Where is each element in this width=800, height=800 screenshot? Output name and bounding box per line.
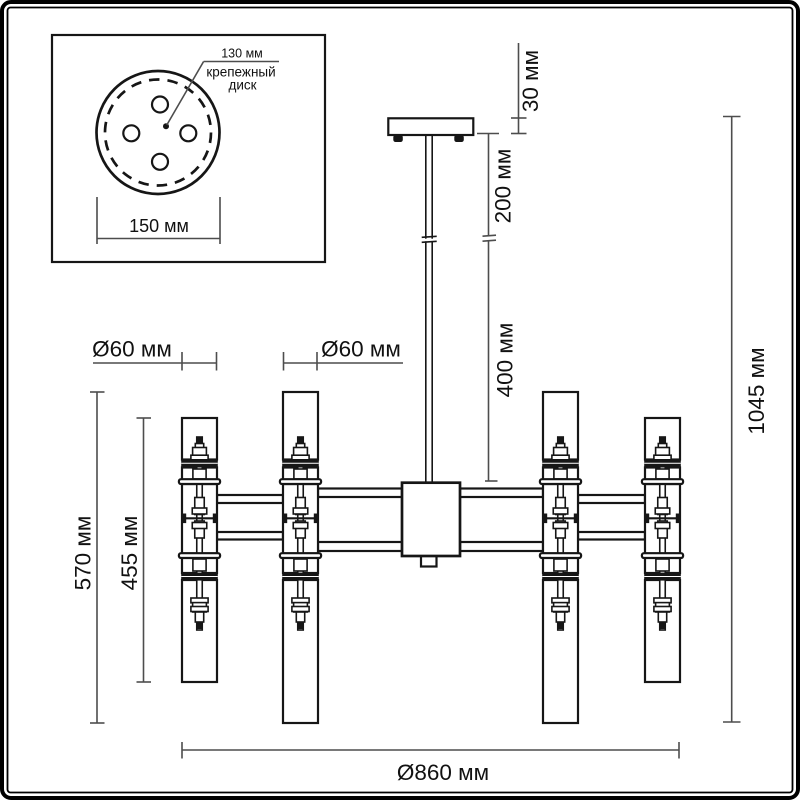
lower-rod-label: 400 мм [493,323,518,398]
tube-outer-right [642,418,683,682]
mount-caption-line2: диск [228,78,256,93]
overall-diameter-label: Ø860 мм [397,760,489,785]
disk-hole-top [150,95,170,114]
canopy-foot-right [454,135,464,142]
tube-outer-left [179,418,220,682]
disk-hole-left [122,124,141,143]
short-shade-height-label: 455 мм [117,516,142,591]
dim-shade-d60-right: Ø60 мм [282,337,403,371]
dim-canopy-30: 30 мм [511,43,543,135]
dim-overall-height-1045: 1045 мм [723,115,769,723]
dim-tall-shade-570: 570 мм [71,391,105,724]
inset-box [50,33,327,264]
canopy-foot-left [393,135,403,142]
hole-circle-diameter-label: 130 мм [221,47,263,61]
upper-rod-label: 200 мм [491,149,516,224]
tube-inner-left [280,392,321,723]
overall-height-label: 1045 мм [744,347,769,434]
shade-diameter-right-label: Ø60 мм [321,337,401,362]
tube-inner-right [540,392,581,723]
rod-break [421,235,437,244]
disk-hole-bottom [150,152,170,171]
dim-short-shade-455: 455 мм [117,417,151,683]
mount-caption-line1: крепежный [206,65,275,80]
canopy-height-label: 30 мм [518,50,543,112]
dim-shade-d60-left: Ø60 мм [92,337,218,371]
dim-overall-diameter-860: Ø860 мм [181,742,680,785]
dim-rod-400: 400 мм [485,240,518,482]
dim-rod-200: 200 мм [477,132,516,242]
mounting-disk-inset: 130 мм крепежный диск 150 мм [50,33,327,264]
disk-hole-right [179,124,198,143]
leader-line [166,61,205,126]
center-hub [400,481,462,558]
shade-diameter-left-label: Ø60 мм [92,337,172,362]
chandelier-drawing [179,117,683,723]
suspension-rod [424,134,433,484]
disk-outer-circle [95,69,221,196]
ceiling-canopy [387,117,475,137]
dim-disk-150: 150 мм [96,197,221,244]
tall-shade-height-label: 570 мм [71,516,96,591]
disk-diameter-label: 150 мм [129,216,189,236]
disk-dashed-circle [103,78,213,187]
frame-inner [6,6,794,794]
